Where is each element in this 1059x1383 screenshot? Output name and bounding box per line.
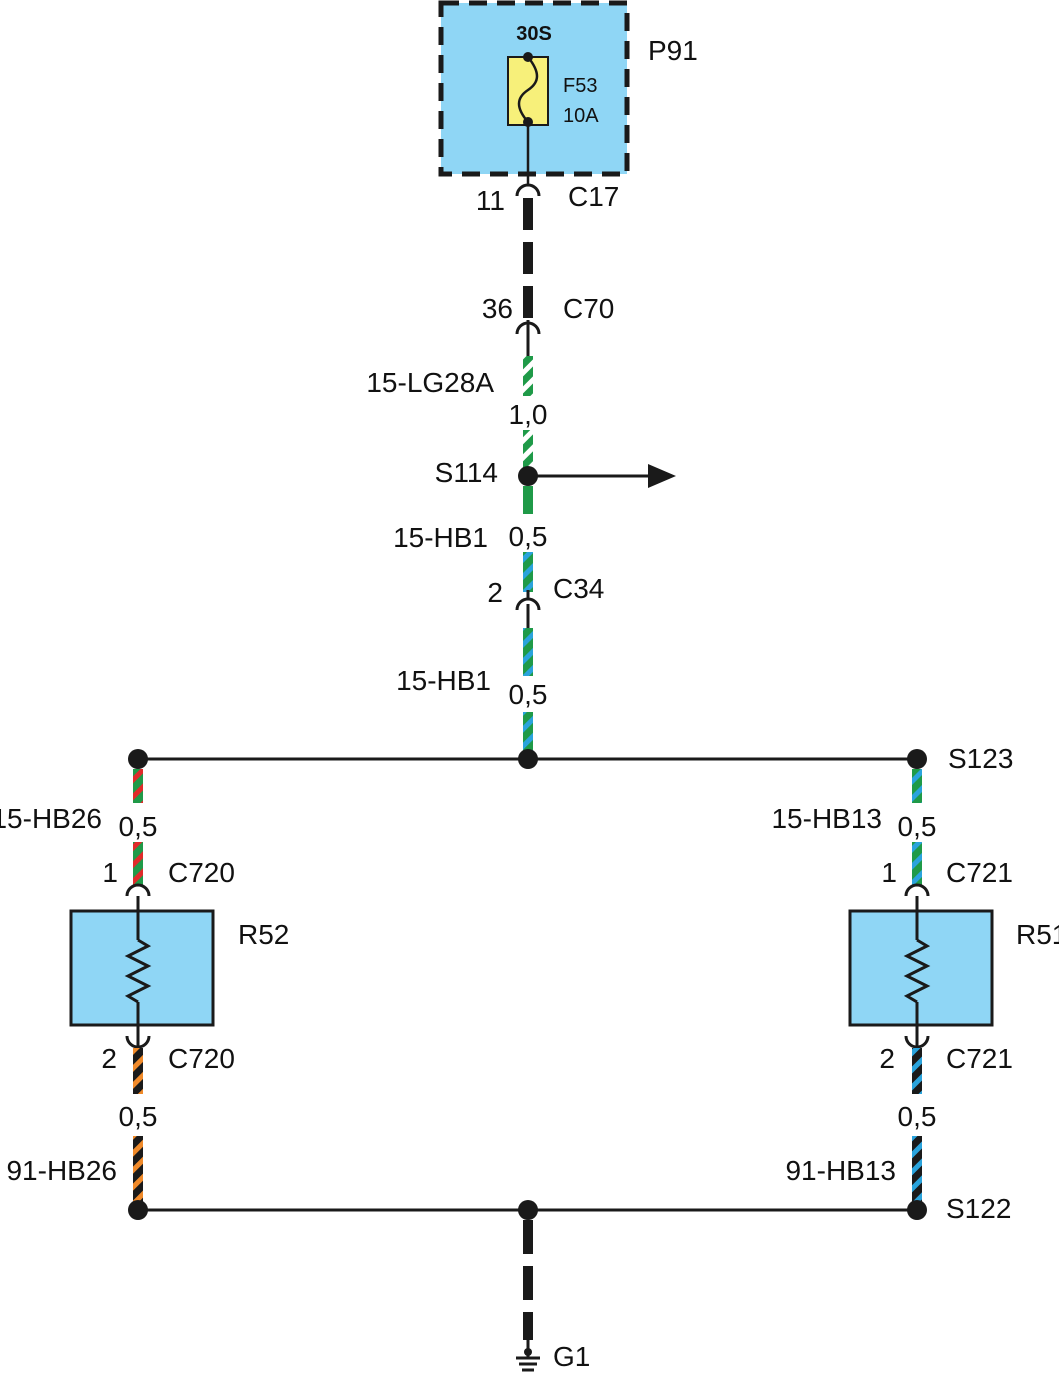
wire-15-hb26-id: 15-HB26 [0,803,102,834]
splice-s122-dot [907,1200,927,1220]
wire-15-lg28a-id: 15-LG28A [366,367,494,398]
connector-c721-bottom: 2 C721 [879,1035,1013,1074]
connector-c17: 11 C17 [476,181,619,216]
wire-15-hb1-a-stripe [523,552,533,592]
connector-c70-name: C70 [563,293,614,324]
connector-c720-top-name: C720 [168,857,235,888]
splice-s114-dot [518,466,538,486]
connector-c70: 36 C70 [482,293,614,335]
connector-c721-bottom-name: C721 [946,1043,1013,1074]
fuse-terminal-label: 30S [516,23,552,45]
splice-s123-dot [907,749,927,769]
fuse-rating-label: 10A [563,105,599,127]
connector-c720-top-pin: 1 [102,857,118,888]
fuse-box-p91: 30S F53 10A P91 [438,0,698,185]
connector-c34: 2 C34 [487,573,604,628]
wire-15-hb13: 15-HB13 0,5 [771,769,936,886]
component-r51: R51 [848,896,1059,1048]
ground-g1: G1 [516,1220,590,1372]
arrow-right-icon [648,464,676,488]
wire-15-hb13-stripe [912,769,922,803]
connector-c34-icon [515,597,541,611]
wire-91-hb13-gauge: 0,5 [898,1101,937,1132]
wire-15-hb1-a: 15-HB1 0,5 [393,486,547,592]
fuse-terminal-top [523,52,533,62]
wire-15-hb26: 15-HB26 0,5 [0,769,157,886]
wire-15-hb1-a-gauge: 0,5 [509,521,548,552]
wire-15-hb1-b-gauge: 0,5 [509,679,548,710]
splice-s114-name: S114 [435,457,498,488]
splice-s123-name: S123 [948,743,1013,774]
wire-15-hb26-gauge: 0,5 [119,811,158,842]
wire-91-hb13-stripe [912,1048,922,1094]
connector-c721-top-icon [904,883,930,897]
connector-c17-icon [515,183,541,197]
splice-left-bottom-dot [128,1200,148,1220]
wire-91-hb26-id: 91-HB26 [6,1155,117,1186]
resistor-icon [903,938,931,1004]
connector-c17-name: C17 [568,181,619,212]
wire-15-lg28a: 15-LG28A 1,0 [366,356,551,474]
connector-c34-name: C34 [553,573,604,604]
connector-c721-bottom-pin: 2 [879,1043,895,1074]
connector-c720-bottom-name: C720 [168,1043,235,1074]
component-r52: R52 [69,896,289,1048]
fuse-name-label: F53 [563,75,597,97]
fuse-element-icon [517,56,539,123]
connector-c720-bottom-icon [125,1035,151,1049]
connector-c17-pin: 11 [476,185,505,216]
wire-15-hb1-a-id: 15-HB1 [393,522,488,553]
connector-c70-pin: 36 [482,293,513,324]
wire-15-hb1-b-id: 15-HB1 [396,665,491,696]
wire-91-hb13: 0,5 91-HB13 [785,1048,936,1202]
component-r52-name: R52 [238,919,289,950]
wire-15-hb26-stripe [133,769,143,803]
wire-15-hb1-b-stripe [523,628,533,676]
connector-c34-pin: 2 [487,577,503,608]
wire-91-hb13-id: 91-HB13 [785,1155,896,1186]
splice-s122-name: S122 [946,1193,1011,1224]
connector-c721-bottom-icon [904,1035,930,1049]
connector-c721-top-name: C721 [946,857,1013,888]
wire-91-hb26: 0,5 91-HB26 [6,1048,157,1202]
wire-91-hb26-gauge: 0,5 [119,1101,158,1132]
wire-91-hb26-stripe [133,1048,143,1094]
fuse-box-name: P91 [648,35,698,66]
splice-s114: S114 [435,457,676,488]
wire-15-hb13-id: 15-HB13 [771,803,882,834]
connector-c720-top: 1 C720 [102,857,235,897]
wire-15-hb1-b: 15-HB1 0,5 [396,628,547,752]
splice-center-top-dot [518,749,538,769]
connector-c721-top-pin: 1 [881,857,897,888]
splice-left-top-dot [128,749,148,769]
connector-c721-top: 1 C721 [881,857,1013,897]
connector-c720-top-icon [125,883,151,897]
wire-15-lg28a-gauge: 1,0 [509,399,548,430]
resistor-icon [124,938,152,1004]
splice-center-bottom-dot [518,1200,538,1220]
component-r51-name: R51 [1016,919,1059,950]
connector-c720-bottom: 2 C720 [101,1035,235,1074]
connector-c720-bottom-pin: 2 [101,1043,117,1074]
wire-15-hb13-gauge: 0,5 [898,811,937,842]
ground-name: G1 [553,1341,590,1372]
